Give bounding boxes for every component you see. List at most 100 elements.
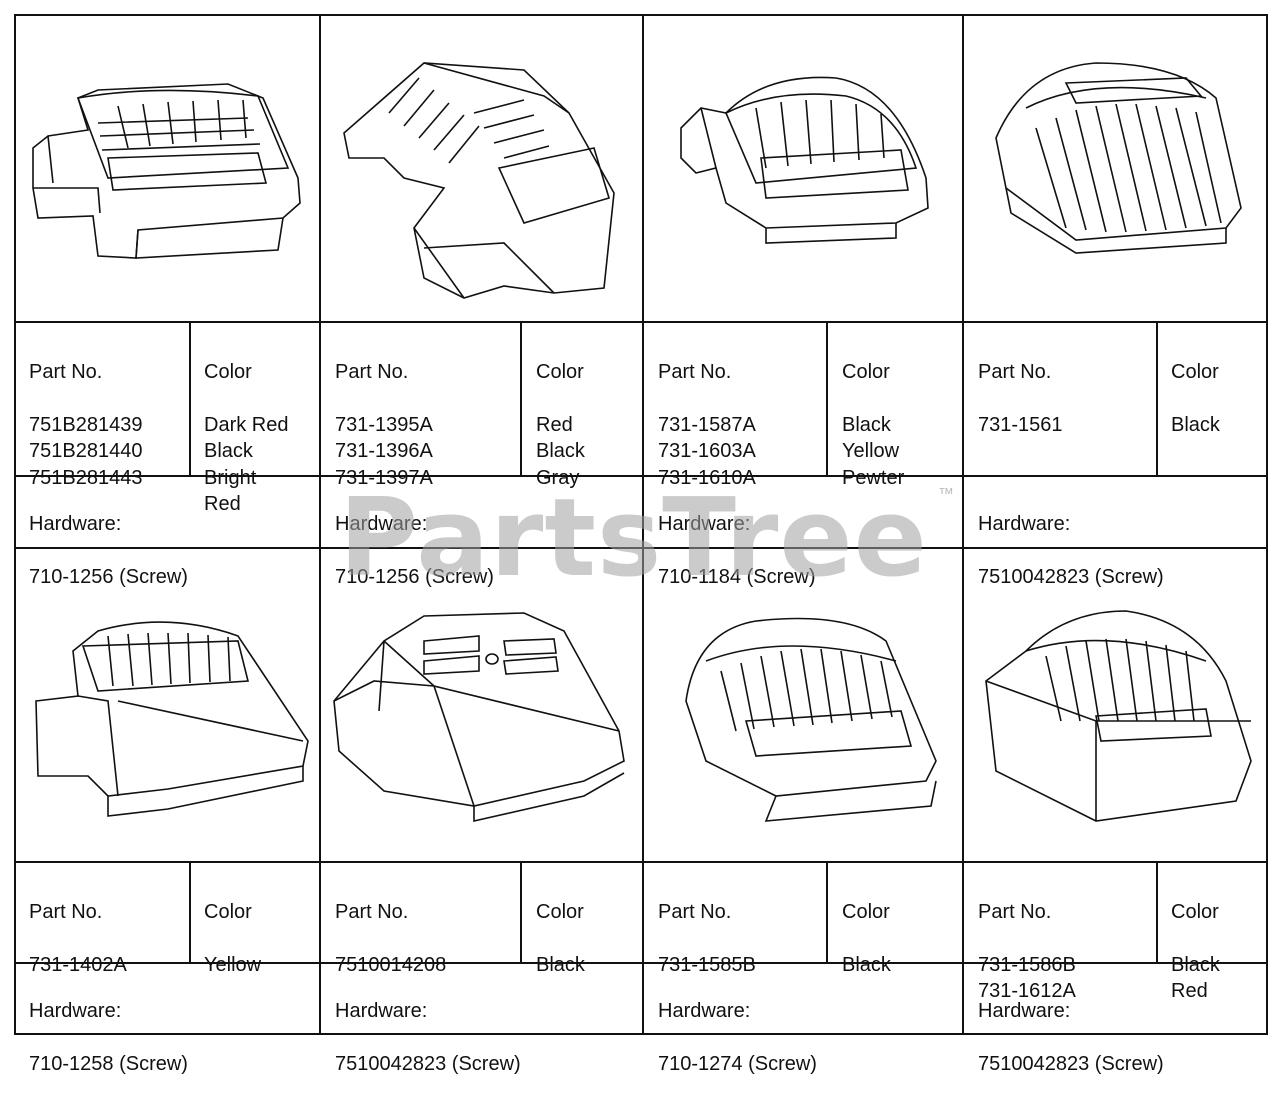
part-numbers: 731-1587A 731-1603A 731-1610A bbox=[658, 413, 756, 489]
part-number-cell: Part No. 731-1587A 731-1603A 731-1610A bbox=[658, 332, 756, 518]
hardware-value: 7510042823 (Screw) bbox=[335, 1052, 521, 1075]
color-cell: Color Black bbox=[1171, 332, 1220, 465]
hardware-header: Hardware: bbox=[658, 999, 751, 1022]
engine-cover-illustration bbox=[324, 18, 640, 318]
hardware-cell: Hardware: 7510042823 (Screw) bbox=[978, 971, 1164, 1104]
color-values: Yellow bbox=[204, 953, 262, 976]
column-divider bbox=[962, 14, 964, 1035]
hardware-header: Hardware: bbox=[335, 512, 428, 535]
cell-divider bbox=[189, 321, 191, 477]
border-bottom bbox=[14, 1033, 1268, 1035]
part-no-header: Part No. bbox=[335, 900, 409, 923]
hardware-cell: Hardware: 7510042823 (Screw) bbox=[978, 484, 1164, 617]
part-no-header: Part No. bbox=[29, 900, 103, 923]
color-header: Color bbox=[842, 360, 890, 383]
hardware-header: Hardware: bbox=[658, 512, 751, 535]
engine-cover-illustration bbox=[18, 18, 316, 318]
part-numbers: 731-1561 bbox=[978, 413, 1063, 436]
hardware-header: Hardware: bbox=[335, 999, 428, 1022]
color-header: Color bbox=[536, 900, 584, 923]
hardware-header: Hardware: bbox=[29, 512, 122, 535]
hardware-value: 710-1274 (Screw) bbox=[658, 1052, 817, 1075]
border-right bbox=[1266, 14, 1268, 1035]
hardware-header: Hardware: bbox=[29, 999, 122, 1022]
cell-divider bbox=[826, 861, 828, 964]
hardware-cell: Hardware: 710-1184 (Screw) bbox=[658, 484, 815, 617]
part-number-cell: Part No. 731-1561 bbox=[978, 332, 1063, 465]
engine-cover-illustration bbox=[646, 551, 960, 859]
engine-cover-illustration bbox=[646, 18, 960, 318]
column-divider bbox=[642, 14, 644, 1035]
part-no-header: Part No. bbox=[29, 360, 103, 383]
engine-cover-illustration bbox=[18, 551, 316, 859]
border-top bbox=[14, 14, 1268, 16]
trademark-symbol: ™ bbox=[938, 486, 954, 503]
part-no-header: Part No. bbox=[978, 900, 1052, 923]
color-values: Black Red bbox=[1171, 953, 1220, 1003]
parts-catalog-sheet: Part No. 751B281439 751B281440 751B28144… bbox=[14, 14, 1268, 1075]
hardware-cell: Hardware: 7510042823 (Screw) bbox=[335, 971, 521, 1104]
part-number-cell: Part No. 731-1395A 731-1396A 731-1397A bbox=[335, 332, 433, 518]
border-left bbox=[14, 14, 16, 1035]
color-cell: Color Black bbox=[842, 872, 891, 1005]
cell-divider bbox=[826, 321, 828, 477]
part-numbers: 7510014208 bbox=[335, 953, 447, 976]
cell-divider bbox=[520, 861, 522, 964]
part-number-cell: Part No. 731-1586B 731-1612A bbox=[978, 872, 1076, 1031]
row-divider bbox=[14, 547, 1268, 549]
cell-divider bbox=[1156, 321, 1158, 477]
cell-divider bbox=[189, 861, 191, 964]
engine-cover-illustration bbox=[966, 18, 1264, 318]
color-header: Color bbox=[204, 900, 252, 923]
color-cell: Color Black Yellow Pewter bbox=[842, 332, 904, 518]
part-no-header: Part No. bbox=[978, 360, 1052, 383]
color-cell: Color Black Red bbox=[1171, 872, 1220, 1031]
color-values: Black Yellow Pewter bbox=[842, 413, 905, 489]
part-numbers: 731-1395A 731-1396A 731-1397A bbox=[335, 413, 433, 489]
cell-divider bbox=[520, 321, 522, 477]
color-values: Dark Red Black Bright Red bbox=[204, 413, 289, 516]
hardware-value: 710-1256 (Screw) bbox=[335, 565, 494, 588]
hardware-header: Hardware: bbox=[978, 999, 1071, 1022]
color-header: Color bbox=[536, 360, 584, 383]
engine-cover-illustration bbox=[324, 551, 640, 859]
row-divider bbox=[14, 475, 1268, 477]
row-divider bbox=[14, 962, 1268, 964]
hardware-value: 7510042823 (Screw) bbox=[978, 1052, 1164, 1075]
color-header: Color bbox=[1171, 900, 1219, 923]
color-cell: Color Yellow bbox=[204, 872, 261, 1005]
color-header: Color bbox=[842, 900, 890, 923]
row-divider bbox=[14, 321, 1268, 323]
hardware-value: 710-1258 (Screw) bbox=[29, 1052, 188, 1075]
hardware-header: Hardware: bbox=[978, 512, 1071, 535]
color-values: Black bbox=[536, 953, 585, 976]
part-numbers: 731-1586B 731-1612A bbox=[978, 953, 1076, 1003]
part-numbers: 751B281439 751B281440 751B281443 bbox=[29, 413, 143, 489]
part-no-header: Part No. bbox=[658, 900, 732, 923]
part-number-cell: Part No. 731-1585B bbox=[658, 872, 756, 1005]
color-header: Color bbox=[204, 360, 252, 383]
part-number-cell: Part No. 7510014208 bbox=[335, 872, 446, 1005]
part-number-cell: Part No. 731-1402A bbox=[29, 872, 127, 1005]
hardware-value: 7510042823 (Screw) bbox=[978, 565, 1164, 588]
part-number-cell: Part No. 751B281439 751B281440 751B28144… bbox=[29, 332, 142, 518]
color-cell: Color Dark Red Black Bright Red bbox=[204, 332, 288, 544]
color-values: Black bbox=[1171, 413, 1220, 436]
part-no-header: Part No. bbox=[658, 360, 732, 383]
part-no-header: Part No. bbox=[335, 360, 409, 383]
part-numbers: 731-1402A bbox=[29, 953, 127, 976]
cell-divider bbox=[1156, 861, 1158, 964]
color-values: Red Black Gray bbox=[536, 413, 585, 489]
hardware-value: 710-1184 (Screw) bbox=[658, 565, 816, 588]
color-header: Color bbox=[1171, 360, 1219, 383]
part-numbers: 731-1585B bbox=[658, 953, 756, 976]
column-divider bbox=[319, 14, 321, 1035]
hardware-cell: Hardware: 710-1256 (Screw) bbox=[335, 484, 494, 617]
hardware-cell: Hardware: 710-1258 (Screw) bbox=[29, 971, 188, 1104]
color-cell: Color Black bbox=[536, 872, 585, 1005]
row-divider bbox=[14, 861, 1268, 863]
color-values: Black bbox=[842, 953, 891, 976]
hardware-value: 710-1256 (Screw) bbox=[29, 565, 188, 588]
engine-cover-illustration bbox=[966, 551, 1264, 859]
color-cell: Color Red Black Gray bbox=[536, 332, 585, 518]
